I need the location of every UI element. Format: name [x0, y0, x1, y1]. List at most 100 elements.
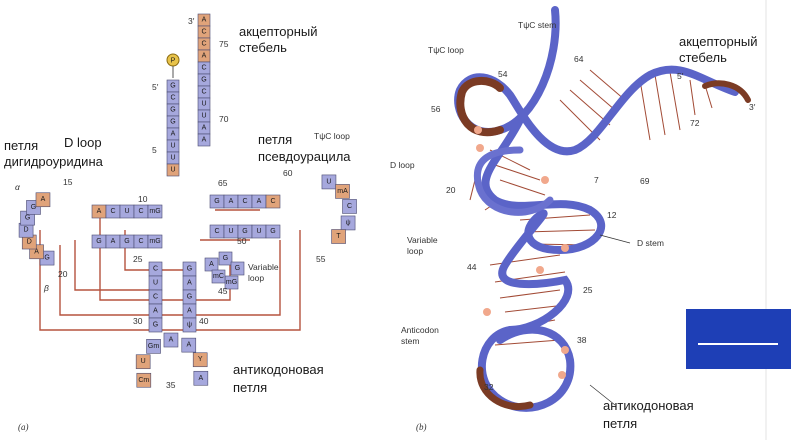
d-stem-top-base: C — [110, 208, 115, 215]
variable-loop-label-right-line2: loop — [407, 246, 423, 256]
anticodon-5p-base: U — [153, 280, 158, 287]
pos-50: 50 — [237, 236, 247, 246]
t-loop-base: mA — [337, 188, 348, 195]
t-stem-top-base: C — [242, 198, 247, 205]
pos-r-44: 44 — [467, 262, 477, 272]
t-stem-top: GACAC — [210, 195, 280, 208]
pos-10: 10 — [138, 194, 148, 204]
variable-loop-base: G — [223, 255, 228, 262]
acceptor-5p-base: U — [170, 167, 175, 174]
variable-loop-base: G — [235, 265, 240, 272]
t-stem-bottom-base: U — [228, 228, 233, 235]
anticodon-loop-base: A — [169, 337, 174, 344]
tertiary-structure: TψC stem TψC loop D loop Variable loop A… — [388, 0, 766, 440]
anticodon-loop-ru-line1: антикодоновая — [233, 362, 324, 377]
pos-r-69: 69 — [640, 176, 650, 186]
d-stem-top-base: mG — [149, 208, 160, 215]
pos-75: 75 — [219, 39, 229, 49]
acceptor-3p-pair-base: A — [202, 125, 207, 132]
anticodon-stem-label-line2: stem — [401, 336, 419, 346]
anticodon-loop-label-right-line1: антикодоновая — [603, 398, 694, 413]
acceptor-5p-base: G — [170, 119, 175, 126]
pos-5: 5 — [152, 145, 157, 155]
acceptor-3p-base: A — [202, 17, 207, 24]
anticodon-loop-base: Gm — [148, 343, 159, 350]
tpsic-loop-ru-line1: петля — [258, 132, 292, 147]
pos-r-64: 64 — [574, 54, 584, 64]
pos-r-25: 25 — [583, 285, 593, 295]
d-stem-bottom: GAGCmG — [92, 235, 162, 248]
tpsic-loop-ru-line2: псевдоурацила — [258, 149, 351, 164]
panel-a-label: (a) — [18, 422, 29, 432]
pos-65: 65 — [218, 178, 228, 188]
t-loop-base: U — [326, 178, 331, 185]
acceptor-stem-label-line1: акцепторный — [239, 24, 318, 39]
tpsic-loop-label: TψC loop — [428, 45, 464, 55]
d-loop-ru-line1: петля — [4, 138, 38, 153]
phosphate-label: P — [171, 58, 176, 65]
slide-nav-button[interactable] — [686, 309, 791, 369]
end-5p-left: 5′ — [152, 82, 159, 92]
d-loop-ru-line2: дигидроуридина — [4, 154, 104, 169]
variable-loop-base: mC — [213, 273, 224, 280]
acceptor-3p-pair-base: U — [201, 113, 206, 120]
d-stem-top-base: U — [124, 208, 129, 215]
pos-r-12: 12 — [607, 210, 617, 220]
anticodon-loop-base: Cm — [138, 377, 149, 384]
acceptor-5p-base: U — [170, 143, 175, 150]
d-loop-en: D loop — [64, 135, 102, 150]
anticodon-5p-base: G — [153, 322, 158, 329]
pos-r-38: 38 — [577, 335, 587, 345]
anticodon-3p-base: A — [187, 280, 192, 287]
pos-40: 40 — [199, 316, 209, 326]
acceptor-3p-pair-base: U — [201, 101, 206, 108]
nav-button-bar — [698, 343, 778, 345]
variable-loop-base: mG — [226, 279, 237, 286]
acceptor-stem-label-right-line2: стебель — [679, 50, 727, 65]
t-stem-top-base: C — [270, 198, 275, 205]
anticodon-3p-base: A — [187, 308, 192, 315]
acceptor-5p-base: U — [170, 155, 175, 162]
d-loop-base: A — [34, 248, 39, 255]
anticodon-5p-base: A — [153, 308, 158, 315]
anticodon-stem-3p: GAGAψ — [183, 262, 196, 332]
acceptor-stem-label-right-line1: акцепторный — [679, 34, 758, 49]
pos-30: 30 — [133, 316, 143, 326]
t-loop-base: ψ — [346, 219, 351, 226]
acceptor-3p-pair-base: C — [201, 65, 206, 72]
d-stem-bottom-base: A — [111, 238, 116, 245]
end-3p-left: 3′ — [188, 16, 195, 26]
d-loop-base: A — [41, 196, 46, 203]
acceptor-3p-pair-base: G — [201, 77, 206, 84]
acceptor-5p-base: G — [170, 83, 175, 90]
anticodon-loop-ru-line2: петля — [233, 380, 267, 395]
d-loop: GADDGGA — [19, 193, 54, 265]
pos-r-20: 20 — [446, 185, 456, 195]
pos-55: 55 — [316, 254, 326, 264]
d-stem-bottom-base: mG — [149, 238, 160, 245]
tpsic-loop-en: TψC loop — [314, 131, 350, 141]
d-loop-base: G — [25, 215, 30, 222]
d-stem-bottom-base: G — [96, 238, 101, 245]
d-stem-label: D stem — [637, 238, 664, 248]
d-stem-top-base: C — [138, 208, 143, 215]
acceptor-3p-base: C — [201, 29, 206, 36]
end-3p-right: 3′ — [749, 102, 756, 112]
alpha-label: α — [15, 182, 21, 192]
acceptor-stem-label-line2: стебель — [239, 40, 287, 55]
d-loop-base: D — [27, 239, 32, 246]
panel-b-label: (b) — [416, 422, 427, 432]
acceptor-5p-base: C — [170, 95, 175, 102]
end-5p-right: 5′ — [677, 71, 684, 81]
pos-70: 70 — [219, 114, 229, 124]
t-loop-base: T — [336, 233, 341, 240]
anticodon-loop-base: Y — [198, 356, 203, 363]
acceptor-3p-base: C — [201, 41, 206, 48]
acceptor-3p-pair-base: C — [201, 89, 206, 96]
anticodon-3p-base: ψ — [187, 322, 192, 329]
variable-loop-label-right-line1: Variable — [407, 235, 438, 245]
